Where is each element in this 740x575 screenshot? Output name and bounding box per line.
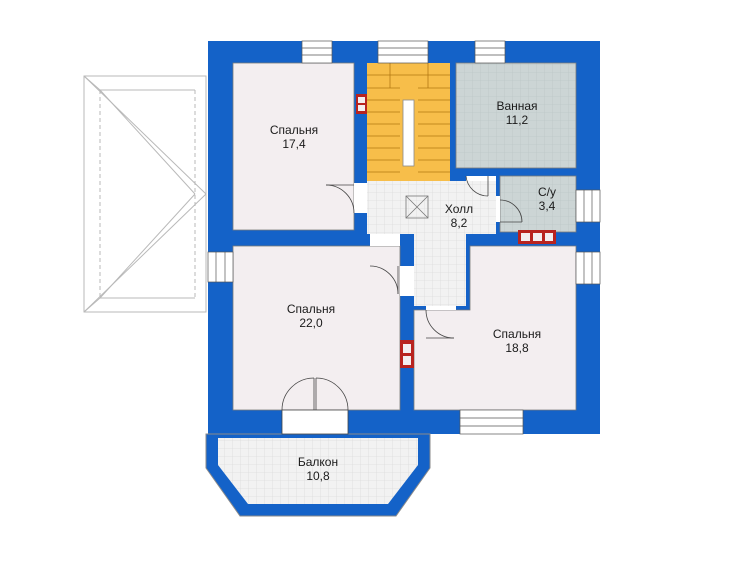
bedroom-1-name: Спальня [270,123,318,137]
bedroom-1 [232,62,355,231]
window [207,251,234,283]
balcony-name: Балкон [298,455,338,469]
window [301,40,333,64]
hall-name: Холл [445,202,473,216]
bedroom-2-area: 22,0 [299,316,323,330]
hall [367,181,496,306]
bedroom-3-area: 18,8 [505,341,529,355]
window [459,409,524,435]
wc-name: С/у [538,185,556,199]
window [575,189,601,223]
bedroom-2 [232,245,401,411]
bathroom-name: Ванная [496,99,537,113]
bedroom-3-name: Спальня [493,327,541,341]
window [474,40,506,64]
windows [207,40,601,435]
bathroom [455,62,577,169]
bathroom-area: 11,2 [506,113,529,127]
porch-roof [83,75,207,313]
stair-treads [367,63,450,173]
chimneys [356,94,556,368]
wc-area: 3,4 [539,199,556,213]
balcony-area: 10,8 [306,469,330,483]
attic-hatch [405,195,429,219]
doors [281,175,523,435]
stair-well [402,99,415,167]
bedroom-3 [413,245,577,411]
window [377,40,429,64]
bedroom-2-name: Спальня [287,302,335,316]
balcony [205,433,431,517]
window [575,251,601,285]
hall-area: 8,2 [451,216,468,230]
bedroom-1-area: 17,4 [282,137,306,151]
